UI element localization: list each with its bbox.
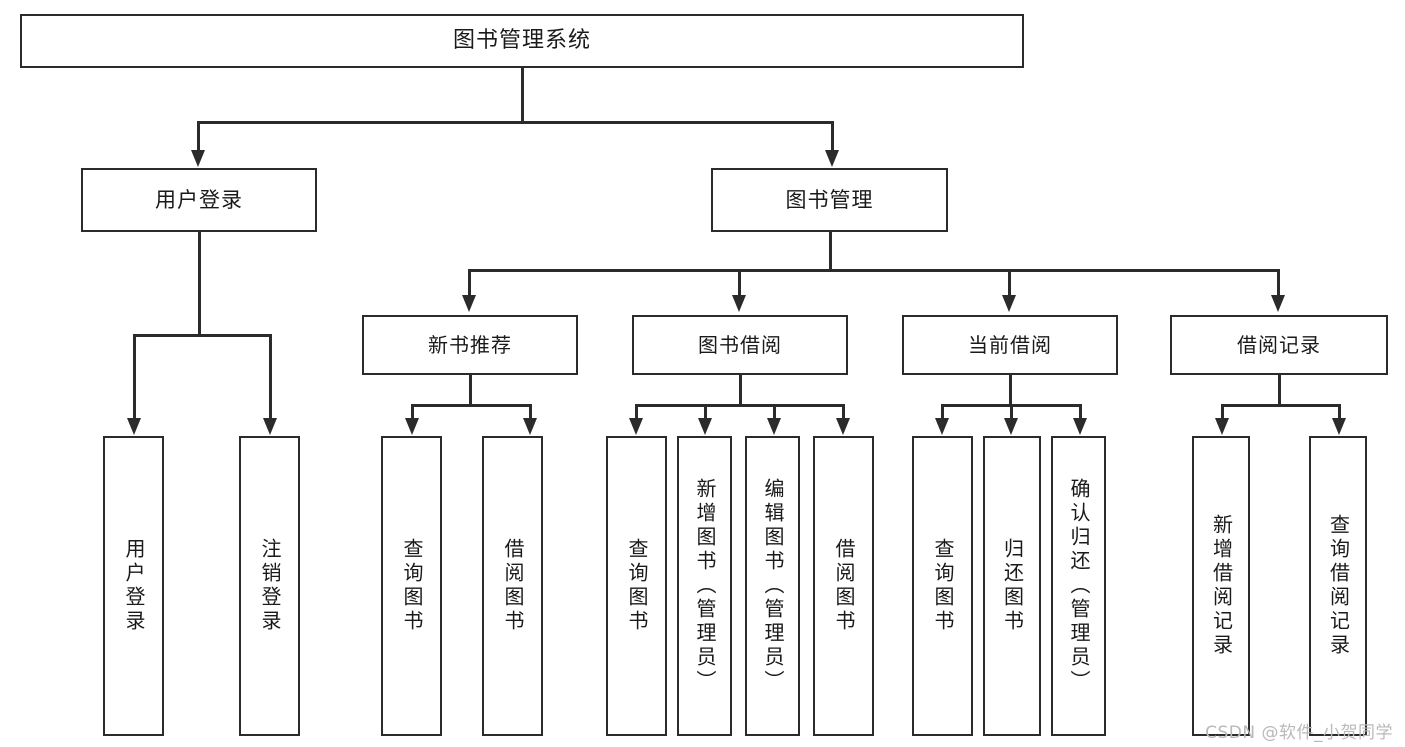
leaf-user-login[interactable]: 用户登录	[103, 436, 164, 736]
arrow-bm-to-new-book	[462, 295, 476, 312]
edge-book-borrow-to-leaf-4	[842, 404, 845, 420]
arrow-root-to-book-management	[825, 150, 839, 167]
node-user-login[interactable]: 用户登录	[81, 168, 317, 232]
node-label: 查询借阅记录	[1326, 514, 1351, 658]
edge-bm-to-new-book	[468, 269, 471, 296]
edge-current-borrow-to-leaf-2	[1010, 404, 1013, 420]
node-label: 确认归还（管理员）	[1067, 478, 1091, 694]
arrow-current-borrow-to-leaf-3	[1073, 418, 1087, 435]
edge-bm-to-borrow-record	[1277, 269, 1280, 296]
leaf-borrow-book-1[interactable]: 借阅图书	[482, 436, 543, 736]
node-book-management[interactable]: 图书管理	[711, 168, 948, 232]
leaf-query-book-1[interactable]: 查询图书	[381, 436, 442, 736]
node-label: 查询图书	[400, 538, 424, 634]
node-borrow-record[interactable]: 借阅记录	[1170, 315, 1388, 375]
edge-borrow-record-to-leaf-2	[1338, 404, 1341, 420]
edge-book-management-fan-bar	[468, 269, 1279, 272]
edge-user-login-to-leaf-2	[269, 334, 272, 419]
node-current-borrow[interactable]: 当前借阅	[902, 315, 1118, 375]
node-label: 注销登录	[258, 538, 282, 634]
node-label: 图书管理系统	[452, 28, 591, 54]
edge-borrow-record-fan-bar	[1221, 404, 1338, 407]
leaf-add-record[interactable]: 新增借阅记录	[1192, 436, 1250, 736]
edge-book-borrow-fan-bar	[635, 404, 844, 407]
node-label: 图书管理	[785, 187, 874, 212]
arrow-book-borrow-to-leaf-2	[698, 418, 712, 435]
leaf-add-book[interactable]: 新增图书（管理员）	[677, 436, 732, 736]
node-label: 查询图书	[625, 538, 649, 634]
edge-current-borrow-to-leaf-1	[941, 404, 944, 420]
arrow-borrow-record-to-leaf-1	[1215, 418, 1229, 435]
arrow-current-borrow-to-leaf-1	[935, 418, 949, 435]
arrow-user-login-to-leaf-1	[127, 418, 141, 435]
node-label: 新书推荐	[428, 332, 512, 357]
edge-root-stem	[521, 68, 524, 122]
edge-new-book-stem	[469, 375, 472, 406]
node-label: 图书借阅	[698, 332, 782, 357]
leaf-confirm-return[interactable]: 确认归还（管理员）	[1051, 436, 1106, 736]
arrow-new-book-to-leaf-2	[523, 418, 537, 435]
node-root-book-management-system[interactable]: 图书管理系统	[20, 14, 1024, 68]
leaf-query-record[interactable]: 查询借阅记录	[1309, 436, 1367, 736]
leaf-query-book-3[interactable]: 查询图书	[912, 436, 973, 736]
leaf-edit-book[interactable]: 编辑图书（管理员）	[745, 436, 800, 736]
arrow-bm-to-book-borrow	[732, 295, 746, 312]
leaf-query-book-2[interactable]: 查询图书	[606, 436, 667, 736]
arrow-root-to-user-login	[191, 150, 205, 167]
arrow-current-borrow-to-leaf-2	[1004, 418, 1018, 435]
edge-new-book-to-leaf-2	[529, 404, 532, 420]
edge-bm-to-current-borrow	[1008, 269, 1011, 296]
arrow-new-book-to-leaf-1	[405, 418, 419, 435]
leaf-user-logout[interactable]: 注销登录	[239, 436, 300, 736]
edge-current-borrow-stem	[1009, 375, 1012, 406]
leaf-return-book[interactable]: 归还图书	[983, 436, 1041, 736]
node-label: 用户登录	[122, 538, 146, 634]
edge-new-book-fan-bar	[411, 404, 529, 407]
arrow-bm-to-current-borrow	[1002, 295, 1016, 312]
node-label: 借阅图书	[832, 538, 856, 634]
node-label: 借阅图书	[501, 538, 525, 634]
edge-new-book-to-leaf-1	[411, 404, 414, 420]
arrow-book-borrow-to-leaf-4	[836, 418, 850, 435]
arrow-book-borrow-to-leaf-1	[629, 418, 643, 435]
edge-book-borrow-to-leaf-3	[773, 404, 776, 420]
edge-book-borrow-to-leaf-2	[704, 404, 707, 420]
node-book-borrow[interactable]: 图书借阅	[632, 315, 848, 375]
edge-borrow-record-to-leaf-1	[1221, 404, 1224, 420]
edge-root-to-user-login	[197, 121, 200, 151]
edge-current-borrow-to-leaf-3	[1079, 404, 1082, 420]
node-label: 用户登录	[155, 187, 243, 212]
arrow-bm-to-borrow-record	[1271, 295, 1285, 312]
node-new-book-recommend[interactable]: 新书推荐	[362, 315, 578, 375]
edge-user-login-to-leaf-1	[133, 334, 136, 419]
arrow-user-login-to-leaf-2	[263, 418, 277, 435]
node-label: 当前借阅	[968, 332, 1052, 357]
node-label: 新增图书（管理员）	[693, 478, 717, 694]
edge-root-to-book-management	[831, 121, 834, 151]
node-label: 归还图书	[1000, 538, 1025, 634]
node-label: 借阅记录	[1237, 332, 1321, 357]
edge-root-fan-bar	[197, 121, 833, 124]
arrow-book-borrow-to-leaf-3	[767, 418, 781, 435]
node-label: 查询图书	[931, 538, 955, 634]
edge-book-borrow-to-leaf-1	[635, 404, 638, 420]
edge-book-management-stem	[829, 232, 832, 271]
edge-book-borrow-stem	[739, 375, 742, 406]
edge-user-login-stem	[198, 232, 201, 336]
arrow-borrow-record-to-leaf-2	[1332, 418, 1346, 435]
node-label: 编辑图书（管理员）	[761, 478, 785, 694]
node-label: 新增借阅记录	[1209, 514, 1234, 658]
edge-user-login-fan-bar	[133, 334, 269, 337]
edge-borrow-record-stem	[1278, 375, 1281, 406]
leaf-borrow-book-2[interactable]: 借阅图书	[813, 436, 874, 736]
edge-bm-to-book-borrow	[738, 269, 741, 296]
